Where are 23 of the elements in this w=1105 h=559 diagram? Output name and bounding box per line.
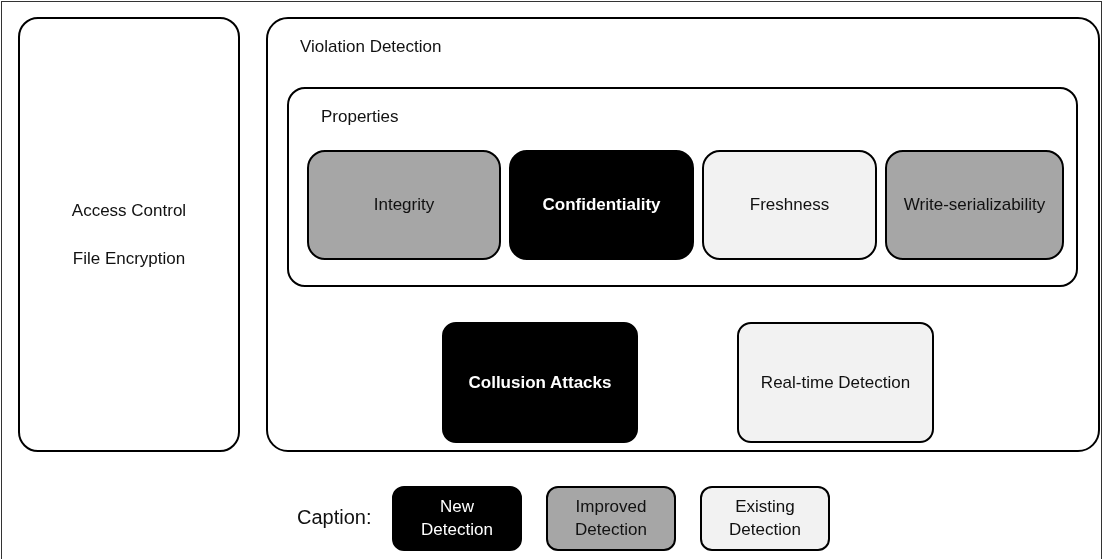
node-label: Freshness [749,194,830,217]
legend-swatch: Improved Detection [546,486,676,551]
node-label: Real-time Detection [760,371,911,394]
node-label: Integrity [373,194,435,217]
legend-title: Caption: [297,506,372,529]
properties-group [287,87,1078,287]
property-box [737,322,934,443]
property-box [307,150,501,260]
property-box [509,150,694,260]
node-label: Write-serializability [903,194,1046,217]
legend-swatch: Existing Detection [700,486,830,551]
detection-panel [266,17,1100,452]
security-panel [18,17,240,452]
property-box [702,150,877,260]
group-title: Violation Detection [300,36,442,58]
node-label: Access Control [71,199,187,222]
legend-swatch: New Detection [392,486,522,551]
node-label: File Encryption [72,247,186,270]
node-label: Collusion Attacks [468,371,612,394]
property-box [442,322,638,443]
property-box [885,150,1064,260]
node-label: Confidentiality [542,194,661,217]
group-title: Properties [321,106,399,128]
